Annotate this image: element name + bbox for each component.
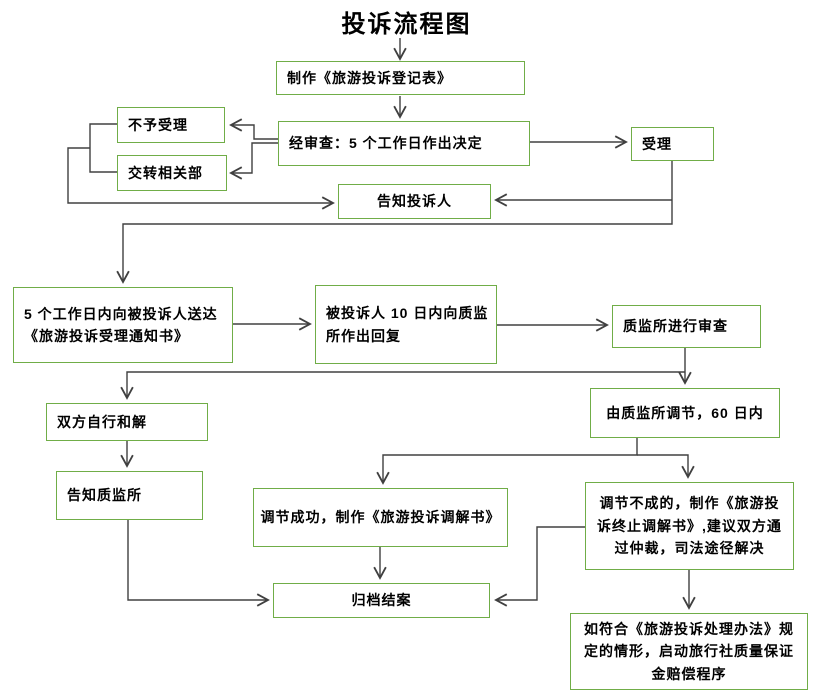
edge-notify-institute-to-archive bbox=[127, 520, 270, 607]
flow-node-mediation: 由质监所调节，60 日内 bbox=[590, 388, 780, 438]
edge-reject-transfer-bracket bbox=[89, 123, 117, 173]
edge-review-to-reject bbox=[229, 118, 278, 140]
flow-node-register: 制作《旅游投诉登记表》 bbox=[276, 61, 525, 95]
diagram-title: 投诉流程图 bbox=[341, 11, 472, 38]
flow-node-guarantee: 如符合《旅游投诉处理办法》规 定的情形，启动旅行社质量保证 金赔偿程序 bbox=[570, 613, 808, 690]
flow-node-archive: 归档结案 bbox=[273, 583, 490, 618]
flow-node-mediation-success: 调节成功，制作《旅游投诉调解书》 bbox=[253, 488, 508, 547]
flow-node-accept: 受理 bbox=[631, 127, 714, 161]
flow-node-reject: 不予受理 bbox=[117, 107, 225, 143]
edge-mediation-to-success bbox=[376, 438, 638, 485]
edge-review-to-transfer bbox=[229, 142, 278, 180]
flow-node-deliver-notice: 5 个工作日内向被投诉人送达 《旅游投诉受理通知书》 bbox=[13, 287, 233, 363]
flow-node-notify-institute: 告知质监所 bbox=[56, 471, 203, 520]
flow-node-review: 经审查：5 个工作日作出决定 bbox=[278, 121, 530, 166]
flow-node-institute-review: 质监所进行审查 bbox=[612, 305, 761, 348]
flow-node-mediation-fail: 调节不成的，制作《旅游投 诉终止调解书》,建议双方通 过仲裁，司法途径解决 bbox=[585, 482, 794, 570]
flow-node-self-settle: 双方自行和解 bbox=[46, 403, 208, 441]
flow-node-notify-complainant: 告知投诉人 bbox=[338, 184, 491, 219]
flow-node-respondent-reply: 被投诉人 10 日内向质监 所作出回复 bbox=[315, 285, 497, 364]
edge-mediation-to-fail bbox=[637, 454, 695, 479]
flow-node-transfer: 交转相关部 bbox=[117, 155, 227, 191]
edge-fail-to-archive bbox=[494, 526, 585, 607]
